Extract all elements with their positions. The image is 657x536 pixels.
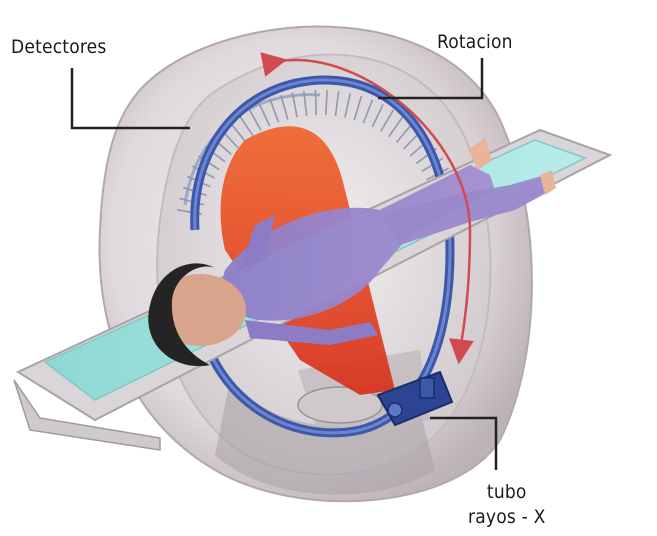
- tubo-label-line1: tubo: [468, 480, 546, 505]
- detectores-label: Detectores: [11, 36, 107, 58]
- tubo-label-line2: rayos - X: [468, 505, 546, 530]
- tubo-rayos-x-label: tubo rayos - X: [468, 480, 546, 530]
- rotacion-label: Rotacion: [437, 31, 513, 53]
- detector-fin: [315, 90, 316, 115]
